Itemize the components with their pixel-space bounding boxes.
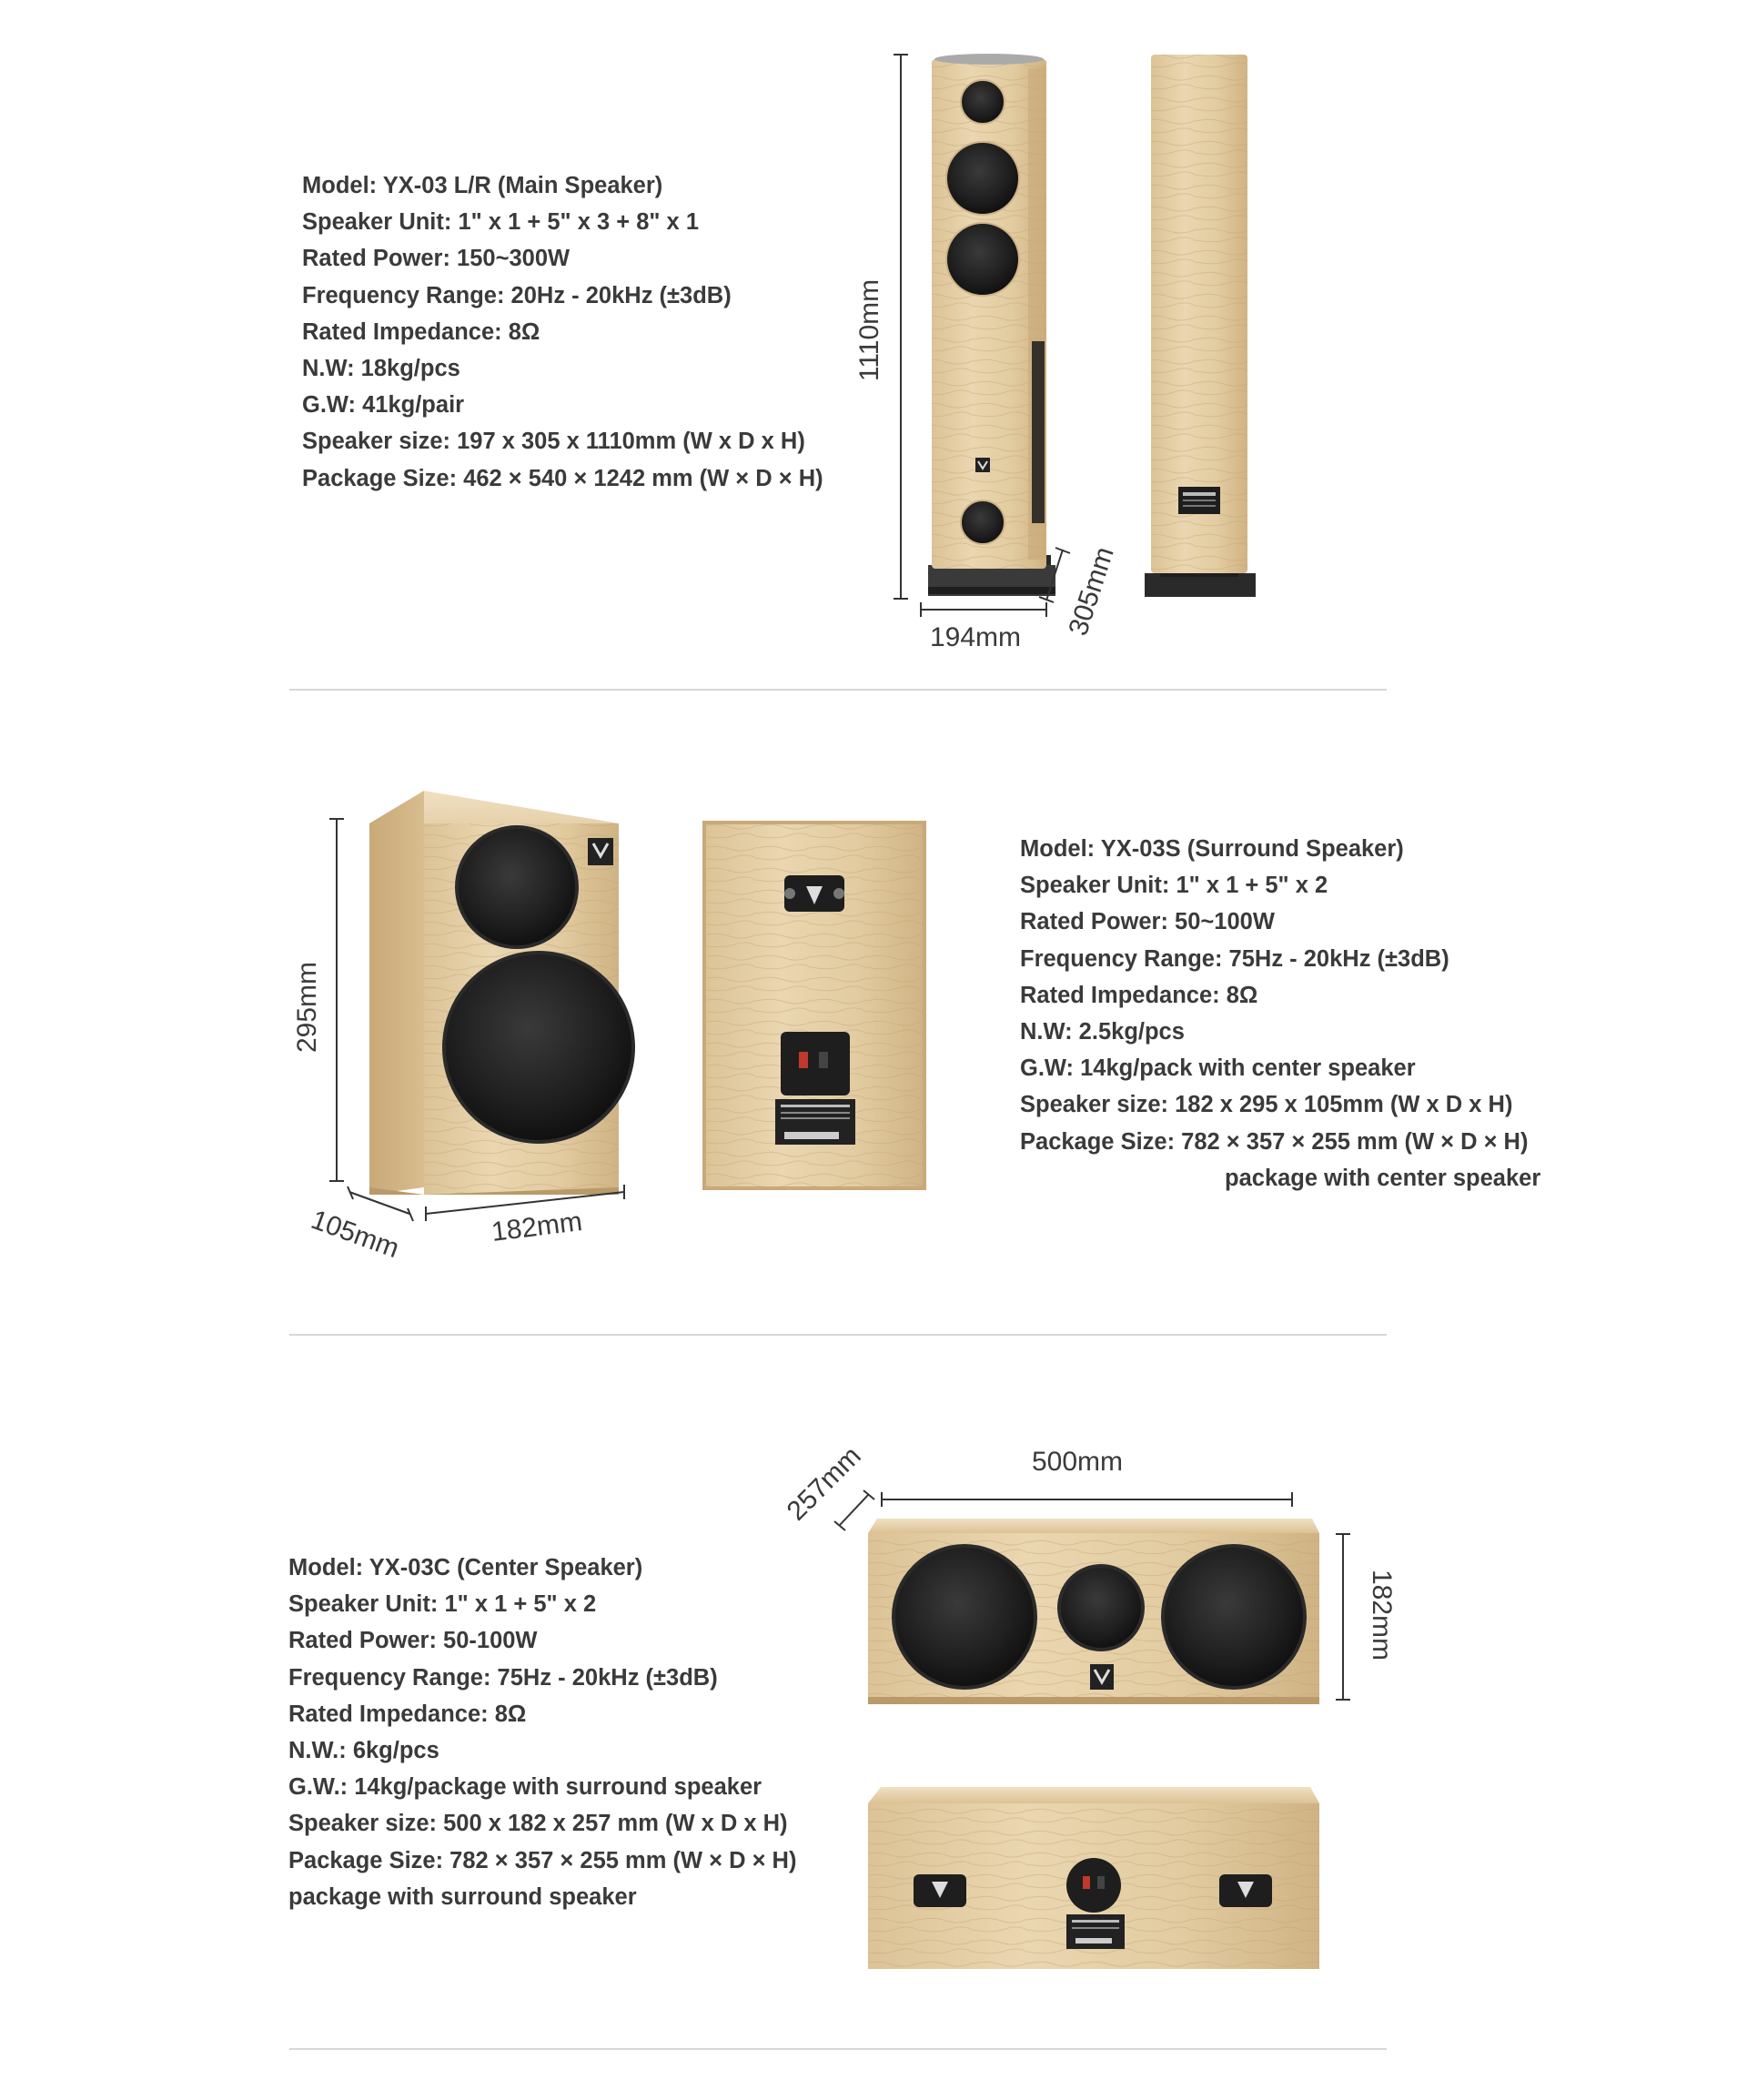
spec-line: Speaker Unit: 1" x 1 + 5" x 2 xyxy=(1020,873,1328,899)
spec-line: Speaker size: 197 x 305 x 1110mm (W x D … xyxy=(302,429,805,455)
spec-line: N.W.: 6kg/pcs xyxy=(288,1738,439,1764)
spec-line: Rated Impedance: 8Ω xyxy=(1020,982,1258,1008)
surround-speaker-specs: Model: YX-03S (Surround Speaker) Speaker… xyxy=(1020,831,1540,1196)
surround-speaker-front-image xyxy=(369,791,635,1195)
spec-line: Rated Power: 150~300W xyxy=(302,246,571,272)
main-height-label: 1110mm xyxy=(854,278,885,382)
spec-line: Package Size: 782 × 357 × 255 mm (W × D … xyxy=(288,1847,797,1873)
spec-line: Model: YX-03 L/R (Main Speaker) xyxy=(302,173,663,198)
center-speaker-front-image xyxy=(868,1519,1319,1704)
section-divider xyxy=(289,1334,1387,1336)
surround-base-dimension-lines xyxy=(347,1185,625,1222)
main-width-label: 194mm xyxy=(930,622,1022,652)
center-height-dimension-line xyxy=(1336,1533,1350,1701)
spec-line: Model: YX-03S (Surround Speaker) xyxy=(1020,836,1404,862)
center-speaker-back-image xyxy=(868,1787,1319,1969)
spec-line: Rated Impedance: 8Ω xyxy=(288,1701,527,1727)
center-width-label: 500mm xyxy=(1032,1447,1124,1477)
section-divider xyxy=(289,2048,1387,2050)
spec-line: Speaker Unit: 1" x 1 + 5" x 3 + 8" x 1 xyxy=(302,209,700,236)
spec-line: Model: YX-03C (Center Speaker) xyxy=(288,1555,643,1580)
spec-line: G.W: 41kg/pair xyxy=(302,392,465,419)
spec-line: Frequency Range: 75Hz - 20kHz (±3dB) xyxy=(1020,945,1449,972)
height-dimension-line xyxy=(894,54,908,600)
spec-line: Speaker size: 500 x 182 x 257 mm (W x D … xyxy=(288,1811,788,1837)
section-divider xyxy=(289,689,1387,691)
center-height-label: 182mm xyxy=(1367,1569,1398,1661)
spec-line: Rated Impedance: 8Ω xyxy=(302,318,540,345)
spec-line: Rated Power: 50~100W xyxy=(1020,909,1275,935)
main-speaker-specs: Model: YX-03 L/R (Main Speaker) Speaker … xyxy=(302,167,823,497)
width-dimension-line xyxy=(920,602,1047,617)
surround-speaker-back-image xyxy=(702,821,926,1190)
spec-line: Frequency Range: 75Hz - 20kHz (±3dB) xyxy=(288,1664,718,1691)
spec-line: G.W.: 14kg/package with surround speaker xyxy=(288,1774,762,1801)
center-depth-dimension-line xyxy=(833,1489,875,1531)
center-speaker-specs: Model: YX-03C (Center Speaker) Speaker U… xyxy=(288,1550,796,1915)
spec-line: Speaker size: 182 x 295 x 105mm (W x D x… xyxy=(1020,1092,1513,1118)
spec-line: Speaker Unit: 1" x 1 + 5" x 2 xyxy=(288,1591,597,1618)
spec-line: Frequency Range: 20Hz - 20kHz (±3dB) xyxy=(302,282,732,308)
surround-height-label: 295mm xyxy=(292,961,323,1054)
main-speaker-front-image xyxy=(928,54,1055,596)
depth-dimension-line xyxy=(1038,547,1071,603)
spec-line: package with surround speaker xyxy=(288,1883,637,1910)
spec-line: package with center speaker xyxy=(1225,1165,1541,1191)
main-speaker-side-image xyxy=(1145,55,1256,597)
spec-line: N.W: 18kg/pcs xyxy=(302,356,460,382)
center-width-dimension-line xyxy=(881,1492,1293,1507)
spec-line: Package Size: 782 × 357 × 255 mm (W × D … xyxy=(1020,1128,1529,1155)
spec-line: G.W: 14kg/pack with center speaker xyxy=(1020,1055,1416,1082)
surround-height-dimension-line xyxy=(329,818,344,1182)
spec-line: N.W: 2.5kg/pcs xyxy=(1020,1019,1185,1045)
spec-line: Package Size: 462 × 540 × 1242 mm (W × D… xyxy=(302,465,823,491)
spec-line: Rated Power: 50-100W xyxy=(288,1628,538,1654)
